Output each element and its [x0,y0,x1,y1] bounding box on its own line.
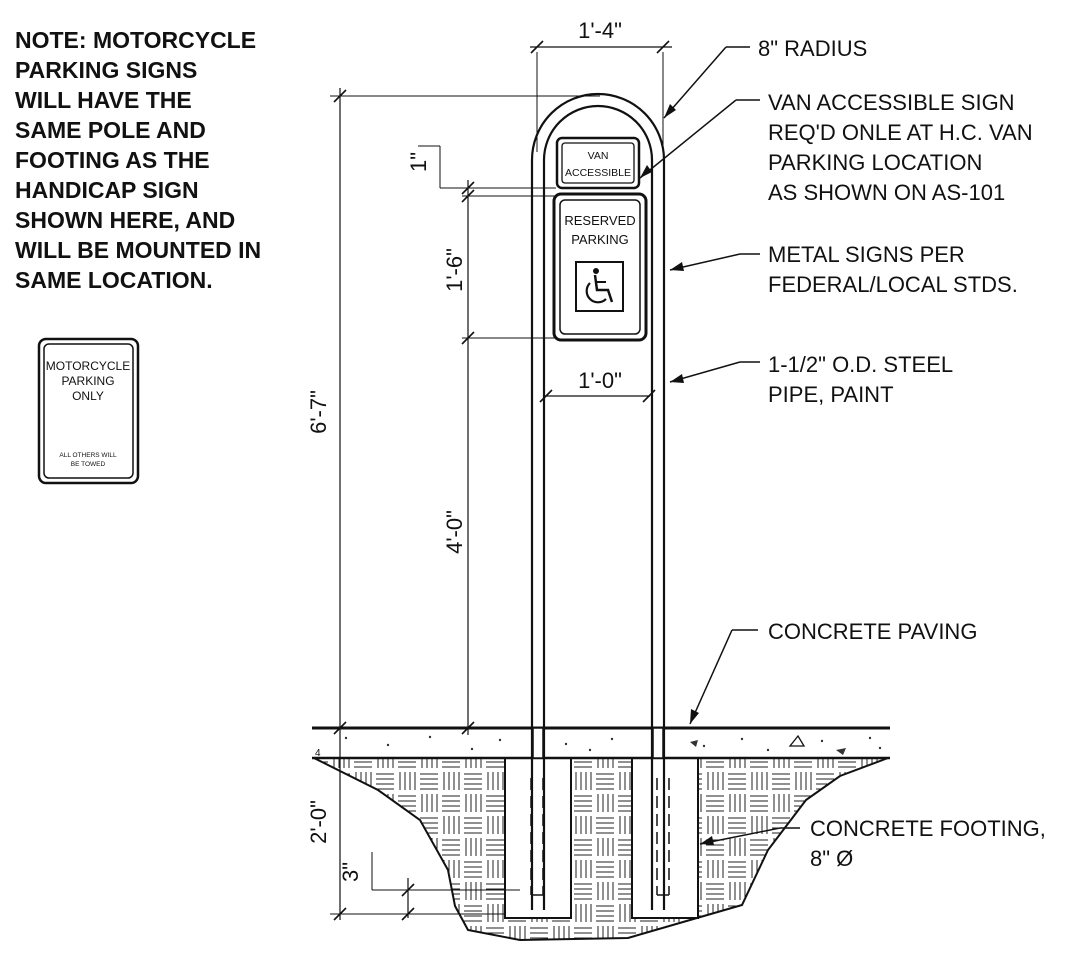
note-line: WILL BE MOUNTED IN [15,237,261,263]
motorcycle-sign-footer: BE TOWED [71,461,106,468]
motorcycle-sign-line: PARKING [61,374,114,388]
dim-label-width-sign: 1'-0" [578,368,622,393]
dim-label-footing-depth: 2'-0" [306,800,331,844]
van-sign-line: VAN [588,150,609,162]
leader-footing [699,827,800,845]
motorcycle-sign-line: ONLY [72,389,104,403]
leader-radius [663,46,750,119]
dim-label-gap: 1" [406,152,431,172]
concrete-footing-left [504,757,572,919]
general-note: NOTE: MOTORCYCLE PARKING SIGNS WILL HAVE… [15,27,261,293]
dim-label-overall-height: 6'-7" [306,390,331,434]
dim-label-width-top: 1'-4" [578,18,622,43]
callout-line: PARKING LOCATION [768,150,982,175]
leader-pipe [669,361,760,383]
van-sign-line: ACCESSIBLE [565,167,631,179]
earth-section [313,757,889,942]
callout-line: FEDERAL/LOCAL STDS. [768,272,1018,297]
leader-metal-signs [669,253,760,271]
callout-pipe: 1-1/2" O.D. STEEL PIPE, PAINT [768,352,953,407]
dim-label-sign-height: 1'-6" [442,248,467,292]
note-line: SAME POLE AND [15,117,206,143]
note-line: FOOTING AS THE [15,147,210,173]
callout-line: CONCRETE FOOTING, [810,816,1046,841]
leader-van-sign [639,99,760,179]
leader-lines [639,46,800,845]
dim-label-pipe-clearance: 3" [338,862,363,882]
callout-line: 8" RADIUS [758,36,867,61]
leader-paving [689,629,758,725]
dimension-width-sign: 1'-0" [539,368,656,403]
dimension-sign-stack: 1" 1'-6" 4'-0" [406,145,556,735]
motorcycle-parking-sign: MOTORCYCLE PARKING ONLY ALL OTHERS WILL … [37,337,140,485]
motorcycle-sign-line: MOTORCYCLE [46,359,130,373]
note-line: SAME LOCATION. [15,267,213,293]
motorcycle-sign-footer: ALL OTHERS WILL [59,452,117,459]
paving-aggregate [344,735,882,755]
callout-line: REQ'D ONLE AT H.C. VAN [768,120,1033,145]
van-accessible-sign: VAN ACCESSIBLE [555,136,641,190]
paving-mark: 4 [315,748,321,759]
dim-label-mount-height: 4'-0" [442,510,467,554]
callout-footing: CONCRETE FOOTING, 8" Ø [810,816,1046,871]
callout-line: CONCRETE PAVING [768,619,977,644]
callout-line: METAL SIGNS PER [768,242,965,267]
wheelchair-icon [575,261,624,312]
dimension-overall-height: 6'-7" [306,88,600,920]
callout-paving: CONCRETE PAVING [768,619,977,644]
note-line: NOTE: MOTORCYCLE [15,27,256,53]
note-line: SHOWN HERE, AND [15,207,235,233]
reserved-sign-line: PARKING [571,232,629,247]
callout-van-sign: VAN ACCESSIBLE SIGN REQ'D ONLE AT H.C. V… [768,90,1033,205]
callout-line: 8" Ø [810,846,853,871]
callout-line: PIPE, PAINT [768,382,894,407]
reserved-parking-sign: RESERVED PARKING [552,192,648,342]
callout-line: 1-1/2" O.D. STEEL [768,352,953,377]
concrete-paving-slab: 4 [312,726,890,760]
note-line: PARKING SIGNS [15,57,197,83]
note-line: HANDICAP SIGN [15,177,199,203]
dimension-pipe-clearance: 3" [338,852,520,921]
callout-radius: 8" RADIUS [758,36,867,61]
note-line: WILL HAVE THE [15,87,192,113]
reserved-sign-line: RESERVED [564,213,635,228]
dimension-width-top: 1'-4" [530,18,672,152]
callout-metal-signs: METAL SIGNS PER FEDERAL/LOCAL STDS. [768,242,1018,297]
callout-line: VAN ACCESSIBLE SIGN [768,90,1015,115]
dimension-footing-depth: 2'-0" [306,800,505,921]
callout-line: AS SHOWN ON AS-101 [768,180,1005,205]
